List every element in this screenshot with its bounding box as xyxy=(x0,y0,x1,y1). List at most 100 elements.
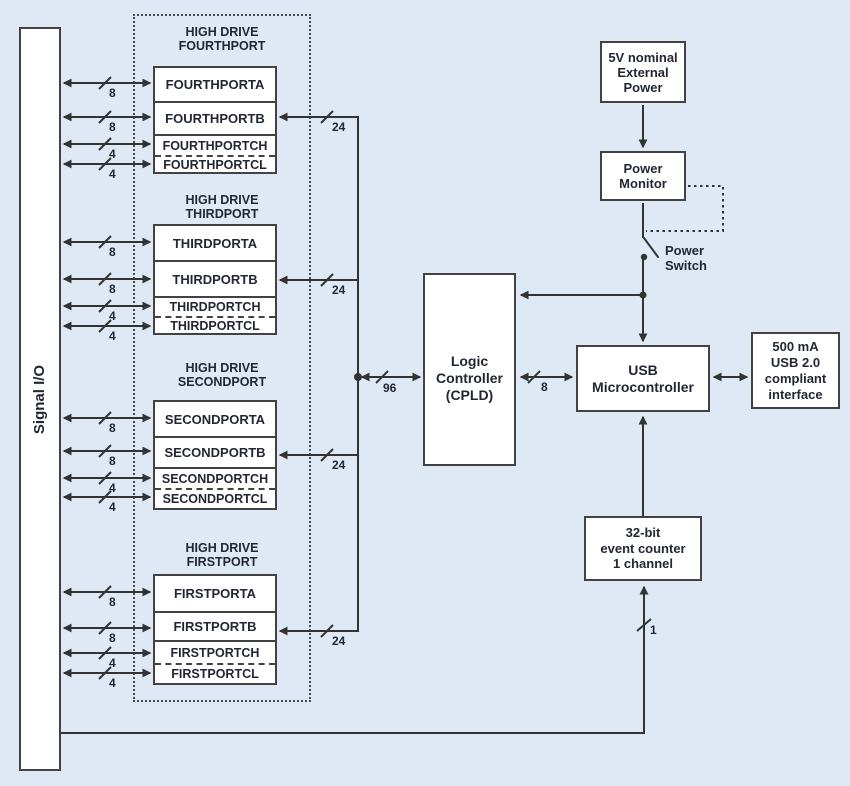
slash-24 xyxy=(320,448,334,462)
port-box-label: SECONDPORTCH xyxy=(161,471,269,486)
port-group-box: SECONDPORTA SECONDPORTB SECONDPORTCH SECOND… xyxy=(153,400,277,510)
signal-io-box: Signal I/O xyxy=(19,27,61,771)
slash-24 xyxy=(320,273,334,287)
port-box-label: SECONDPORTB xyxy=(164,445,266,460)
slash-port-row xyxy=(98,299,112,313)
slash-24 xyxy=(320,624,334,638)
slash-port-row xyxy=(98,319,112,333)
bus-width-label: 8 xyxy=(109,631,116,645)
bus-width-24-label: 24 xyxy=(332,120,346,134)
signal-io-label: Signal I/O xyxy=(31,364,49,434)
bus-width-label: 4 xyxy=(109,656,116,670)
port-box: FIRSTPORTB xyxy=(155,611,275,640)
external-power-line: 5V nominal xyxy=(608,49,678,65)
port-box-label: FIRSTPORTA xyxy=(173,586,257,601)
logic-controller-line: Logic xyxy=(450,353,489,369)
wire-signal-to-counter xyxy=(61,585,649,734)
slash-port-row xyxy=(98,490,112,504)
port-group-box: FIRSTPORTA FIRSTPORTB FIRSTPORTCH FIRSTPORT… xyxy=(153,574,277,685)
port-box-label: FIRSTPORTCH xyxy=(170,645,260,660)
bus-width-label: 8 xyxy=(109,86,116,100)
port-box-label: SECONDPORTCL xyxy=(162,492,268,506)
bus-width-label: 4 xyxy=(109,147,116,161)
port-group-title-line: HIGH DRIVE xyxy=(185,25,259,39)
port-box-label: FOURTHPORTCH xyxy=(162,138,268,153)
port-box: THIRDPORTB xyxy=(155,260,275,296)
port-box-label: FIRSTPORTB xyxy=(173,619,257,634)
power-switch-label: Power Switch xyxy=(665,243,707,273)
bus-width-label: 4 xyxy=(109,500,116,514)
port-box-label: FOURTHPORTB xyxy=(165,111,265,126)
external-power-box: 5V nominal External Power xyxy=(600,41,686,103)
bus-width-96: 96 xyxy=(383,381,397,395)
junction-dot-power xyxy=(639,291,647,299)
slash-port-row xyxy=(98,137,112,151)
logic-controller-box: Logic Controller (CPLD) xyxy=(423,273,516,466)
port-box: FIRSTPORTCL xyxy=(155,663,275,683)
bus-width-label: 8 xyxy=(109,454,116,468)
slash-port-row xyxy=(98,272,112,286)
usb-microcontroller-line: Microcontroller xyxy=(592,378,694,395)
port-box: FOURTHPORTCH xyxy=(155,134,275,155)
bus-width-label: 4 xyxy=(109,309,116,323)
bus-width-label: 4 xyxy=(109,676,116,690)
usb-interface-line: 500 mA xyxy=(772,338,819,354)
high-drive-ports-dotted-outline xyxy=(133,14,311,702)
port-box: FOURTHPORTCL xyxy=(155,155,275,172)
port-box: SECONDPORTCH xyxy=(155,467,275,488)
bus-width-24-label: 24 xyxy=(332,458,346,472)
slash-port-row xyxy=(98,585,112,599)
event-counter-line: 32-bit xyxy=(625,525,661,541)
slash-port-row xyxy=(98,157,112,171)
external-power-line: Power xyxy=(623,79,663,95)
port-box-label: SECONDPORTA xyxy=(164,411,266,427)
bus-width-label: 8 xyxy=(109,245,116,259)
slash-port-row xyxy=(98,666,112,680)
port-group-box: THIRDPORTA THIRDPORTB THIRDPORTCH THIRDPORT… xyxy=(153,224,277,335)
port-box-label: FOURTHPORTA xyxy=(165,77,265,92)
bus-width-label: 4 xyxy=(109,329,116,343)
port-box: SECONDPORTA xyxy=(155,402,275,436)
slash-port-row xyxy=(98,471,112,485)
port-group-box: FOURTHPORTA FOURTHPORTB FOURTHPORTCH FOURTH… xyxy=(153,66,277,174)
usb-interface-line: USB 2.0 xyxy=(770,354,821,370)
port-box: SECONDPORTCL xyxy=(155,488,275,508)
port-box: THIRDPORTCH xyxy=(155,296,275,316)
port-group-title-line: HIGH DRIVE xyxy=(185,361,259,375)
port-box: FOURTHPORTA xyxy=(155,68,275,101)
bus-width-label: 4 xyxy=(109,167,116,181)
bus-width-label: 8 xyxy=(109,282,116,296)
bus-width-24-label: 24 xyxy=(332,283,346,297)
event-counter-line: 1 channel xyxy=(613,556,673,572)
slash-24 xyxy=(320,110,334,124)
port-group-title-line: FOURTHPORT xyxy=(178,38,266,53)
port-group-title-line: HIGH DRIVE xyxy=(185,193,259,207)
port-box-label: THIRDPORTCL xyxy=(170,318,260,333)
junction-dot-96bus xyxy=(354,373,362,381)
bus-width-label: 8 xyxy=(109,421,116,435)
power-monitor-line: Power xyxy=(623,161,663,176)
port-box-label: FOURTHPORTCL xyxy=(163,157,267,172)
port-box: FIRSTPORTCH xyxy=(155,640,275,663)
port-box-label: THIRDPORTA xyxy=(172,235,258,251)
slash-port-row xyxy=(98,444,112,458)
port-box-label: THIRDPORTCH xyxy=(169,300,261,314)
power-monitor-box: Power Monitor xyxy=(600,151,686,201)
bus-width-label: 8 xyxy=(109,595,116,609)
port-box: FOURTHPORTB xyxy=(155,101,275,134)
slash-8 xyxy=(527,370,541,384)
slash-port-row xyxy=(98,621,112,635)
bus-width-1: 1 xyxy=(650,623,657,637)
external-power-line: External xyxy=(617,64,669,80)
logic-controller-line: (CPLD) xyxy=(445,387,494,403)
usb-interface-box: 500 mA USB 2.0 compliant interface xyxy=(751,332,840,409)
bus-width-label: 8 xyxy=(109,120,116,134)
power-switch-line: Switch xyxy=(665,258,707,273)
port-box: THIRDPORTA xyxy=(155,226,275,260)
port-group-title-line: SECONDPORT xyxy=(177,374,267,389)
usb-interface-line: interface xyxy=(768,386,823,402)
